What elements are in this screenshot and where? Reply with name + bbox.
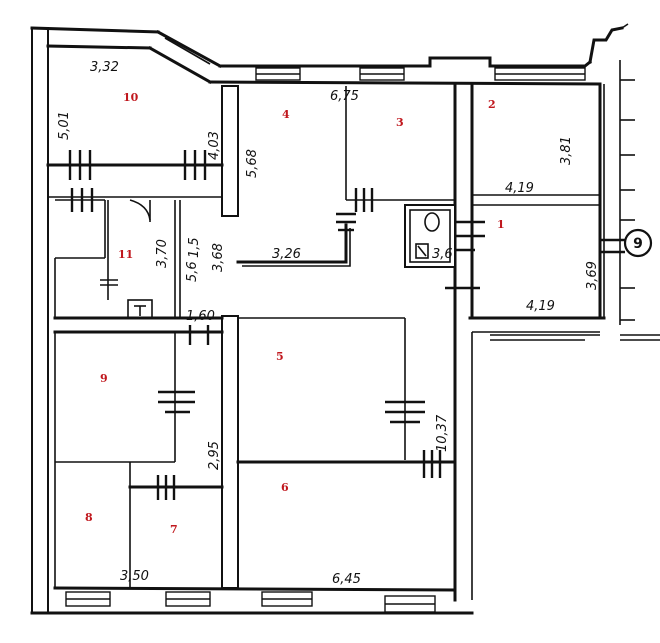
room-number-9: 9 [100,372,108,385]
dim-room4-bottom: 3,26 [272,247,301,262]
dim-room5-side: 10,37 [435,414,450,452]
interior-walls [46,85,600,589]
dim-hall-d: 3,68 [211,243,226,272]
room-number-4: 4 [282,108,290,121]
room-number-10: 10 [123,91,139,104]
axis-marker-label: 9 [633,236,643,252]
dim-room1-bottom: 4,19 [526,299,555,314]
dim-room2-bottom: 4,19 [505,181,534,196]
room-number-3: 3 [396,116,404,129]
crossing-markers [68,150,625,500]
room-numbers: 1 2 3 4 5 6 7 8 9 10 11 [85,91,505,536]
dim-room6-bottom: 6,45 [332,572,361,587]
dim-room8-bottom: 3,50 [120,569,149,584]
dim-room10-top: 3,32 [90,60,119,75]
dim-hall-a: 3,70 [155,239,170,268]
dim-wc: 3,6 [432,247,453,262]
dim-room10-right: 4,03 [207,131,222,160]
dim-room10-side: 5,01 [57,111,72,140]
room-number-7: 7 [170,523,178,536]
dim-hall-c: 5,6 [185,261,200,282]
dim-hall-b: 1,5 [187,237,202,258]
dimension-labels: 3,32 5,01 4,03 5,68 6,75 3,26 3,81 4,19 … [57,60,600,587]
dim-room1-right: 3,69 [585,261,600,290]
room-number-5: 5 [276,350,284,363]
room-number-2: 2 [488,98,496,111]
room-number-6: 6 [281,481,289,494]
windows [65,67,586,613]
dim-room4-top: 6,75 [330,89,359,104]
dim-corridor: 1,60 [186,309,215,324]
room-number-1: 1 [497,218,505,231]
room-number-8: 8 [85,511,93,524]
dim-room2-right: 3,81 [559,136,574,165]
dim-room4-height: 5,68 [245,149,260,178]
dim-room7-side: 2,95 [207,441,222,470]
outer-walls [30,23,660,615]
axis-marker: 9 [623,228,653,258]
room-number-11: 11 [118,248,133,261]
